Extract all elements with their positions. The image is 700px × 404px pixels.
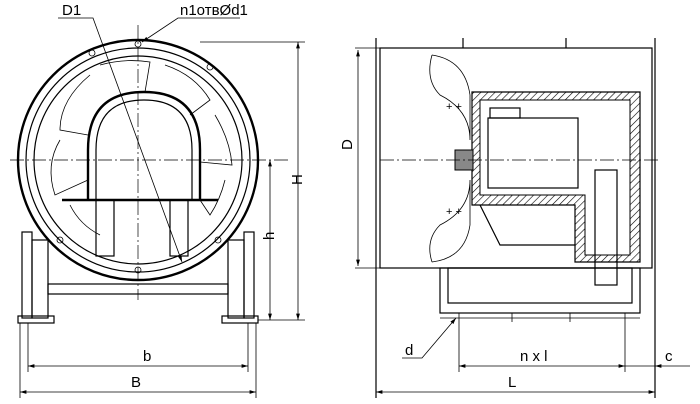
label-b: b	[143, 348, 151, 365]
terminal-duct	[594, 169, 618, 286]
label-holes: n1отвØd1	[180, 2, 248, 19]
front-view: D1 n1отвØd1 H h b B	[10, 2, 306, 398]
label-H: H	[289, 174, 306, 185]
side-view: D + + + + d n x l c L	[339, 38, 690, 398]
svg-text:+ +: + +	[446, 206, 462, 218]
svg-text:+ +: + +	[446, 101, 462, 113]
bolt-hole-icons	[56, 40, 222, 274]
label-n-x-l: n x l	[520, 348, 548, 365]
label-d: d	[405, 342, 413, 359]
base-frame	[439, 267, 641, 314]
label-h: h	[261, 232, 278, 240]
label-L: L	[508, 374, 516, 391]
blade-bottom	[429, 179, 471, 263]
motor	[487, 117, 579, 189]
label-B: B	[131, 374, 141, 391]
blade-top	[429, 54, 471, 141]
label-D: D	[339, 139, 356, 150]
motor-hub	[86, 90, 202, 200]
label-c: c	[665, 348, 673, 365]
fan-blades	[50, 60, 233, 236]
label-d1: D1	[62, 2, 81, 19]
